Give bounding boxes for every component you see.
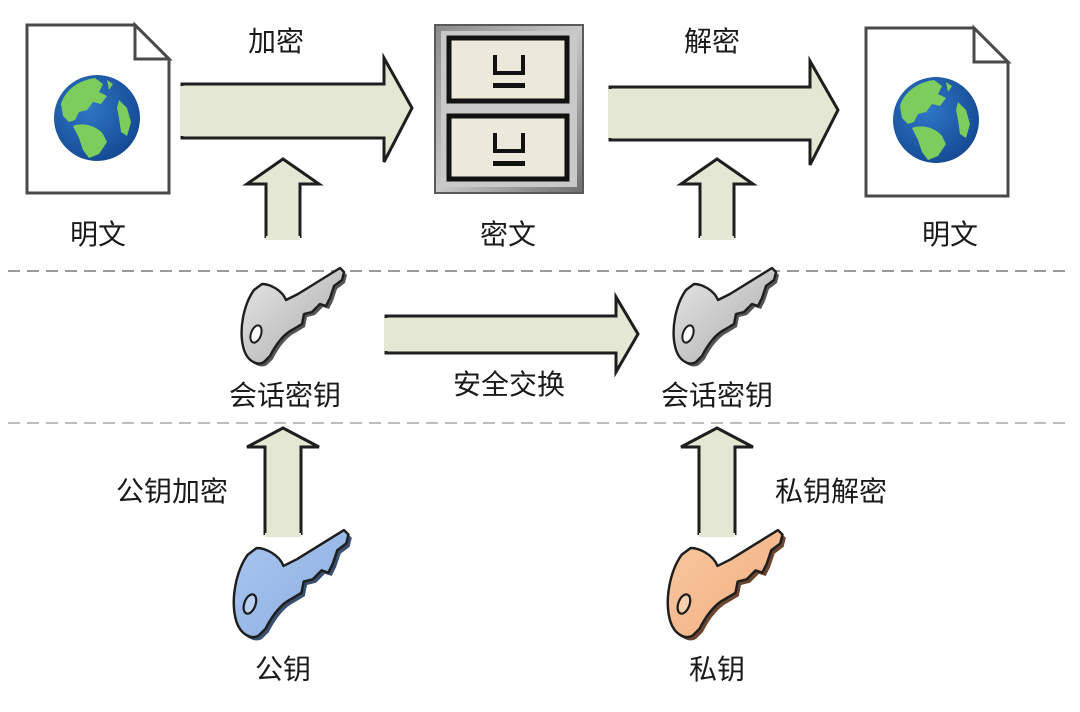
file-cabinet-icon <box>434 24 584 194</box>
secure-exchange-arrow <box>384 291 640 378</box>
session-key-icon-right <box>672 266 779 367</box>
plaintext-document-right <box>864 26 1010 198</box>
encrypt-arrow <box>180 52 414 163</box>
private-key-label: 私钥 <box>688 653 746 686</box>
private-key-icon <box>666 528 786 641</box>
session-key-left-label: 会话密钥 <box>228 379 342 412</box>
private-key-decrypt-label: 私钥解密 <box>775 475 888 508</box>
public-key-label: 公钥 <box>254 653 312 686</box>
ciphertext-label: 密文 <box>479 218 537 251</box>
session-key-right-label: 会话密钥 <box>660 379 774 412</box>
session-to-encrypt-arrow <box>242 157 324 238</box>
decrypt-label: 解密 <box>683 25 741 58</box>
plaintext-document-left <box>25 23 171 195</box>
plaintext-left-label: 明文 <box>69 218 127 251</box>
session-key-icon-left <box>240 266 347 367</box>
globe-icon <box>893 77 979 163</box>
globe-icon <box>54 75 140 161</box>
decrypt-arrow <box>608 55 840 166</box>
secure-exchange-label: 安全交换 <box>452 368 566 401</box>
public-key-encrypt-arrow <box>246 426 320 535</box>
private-key-decrypt-arrow <box>680 426 754 535</box>
encrypt-label: 加密 <box>247 25 305 58</box>
public-key-encrypt-label: 公钥加密 <box>116 475 229 508</box>
plaintext-right-label: 明文 <box>921 218 979 251</box>
session-to-decrypt-arrow <box>676 157 758 238</box>
public-key-icon <box>232 528 352 641</box>
